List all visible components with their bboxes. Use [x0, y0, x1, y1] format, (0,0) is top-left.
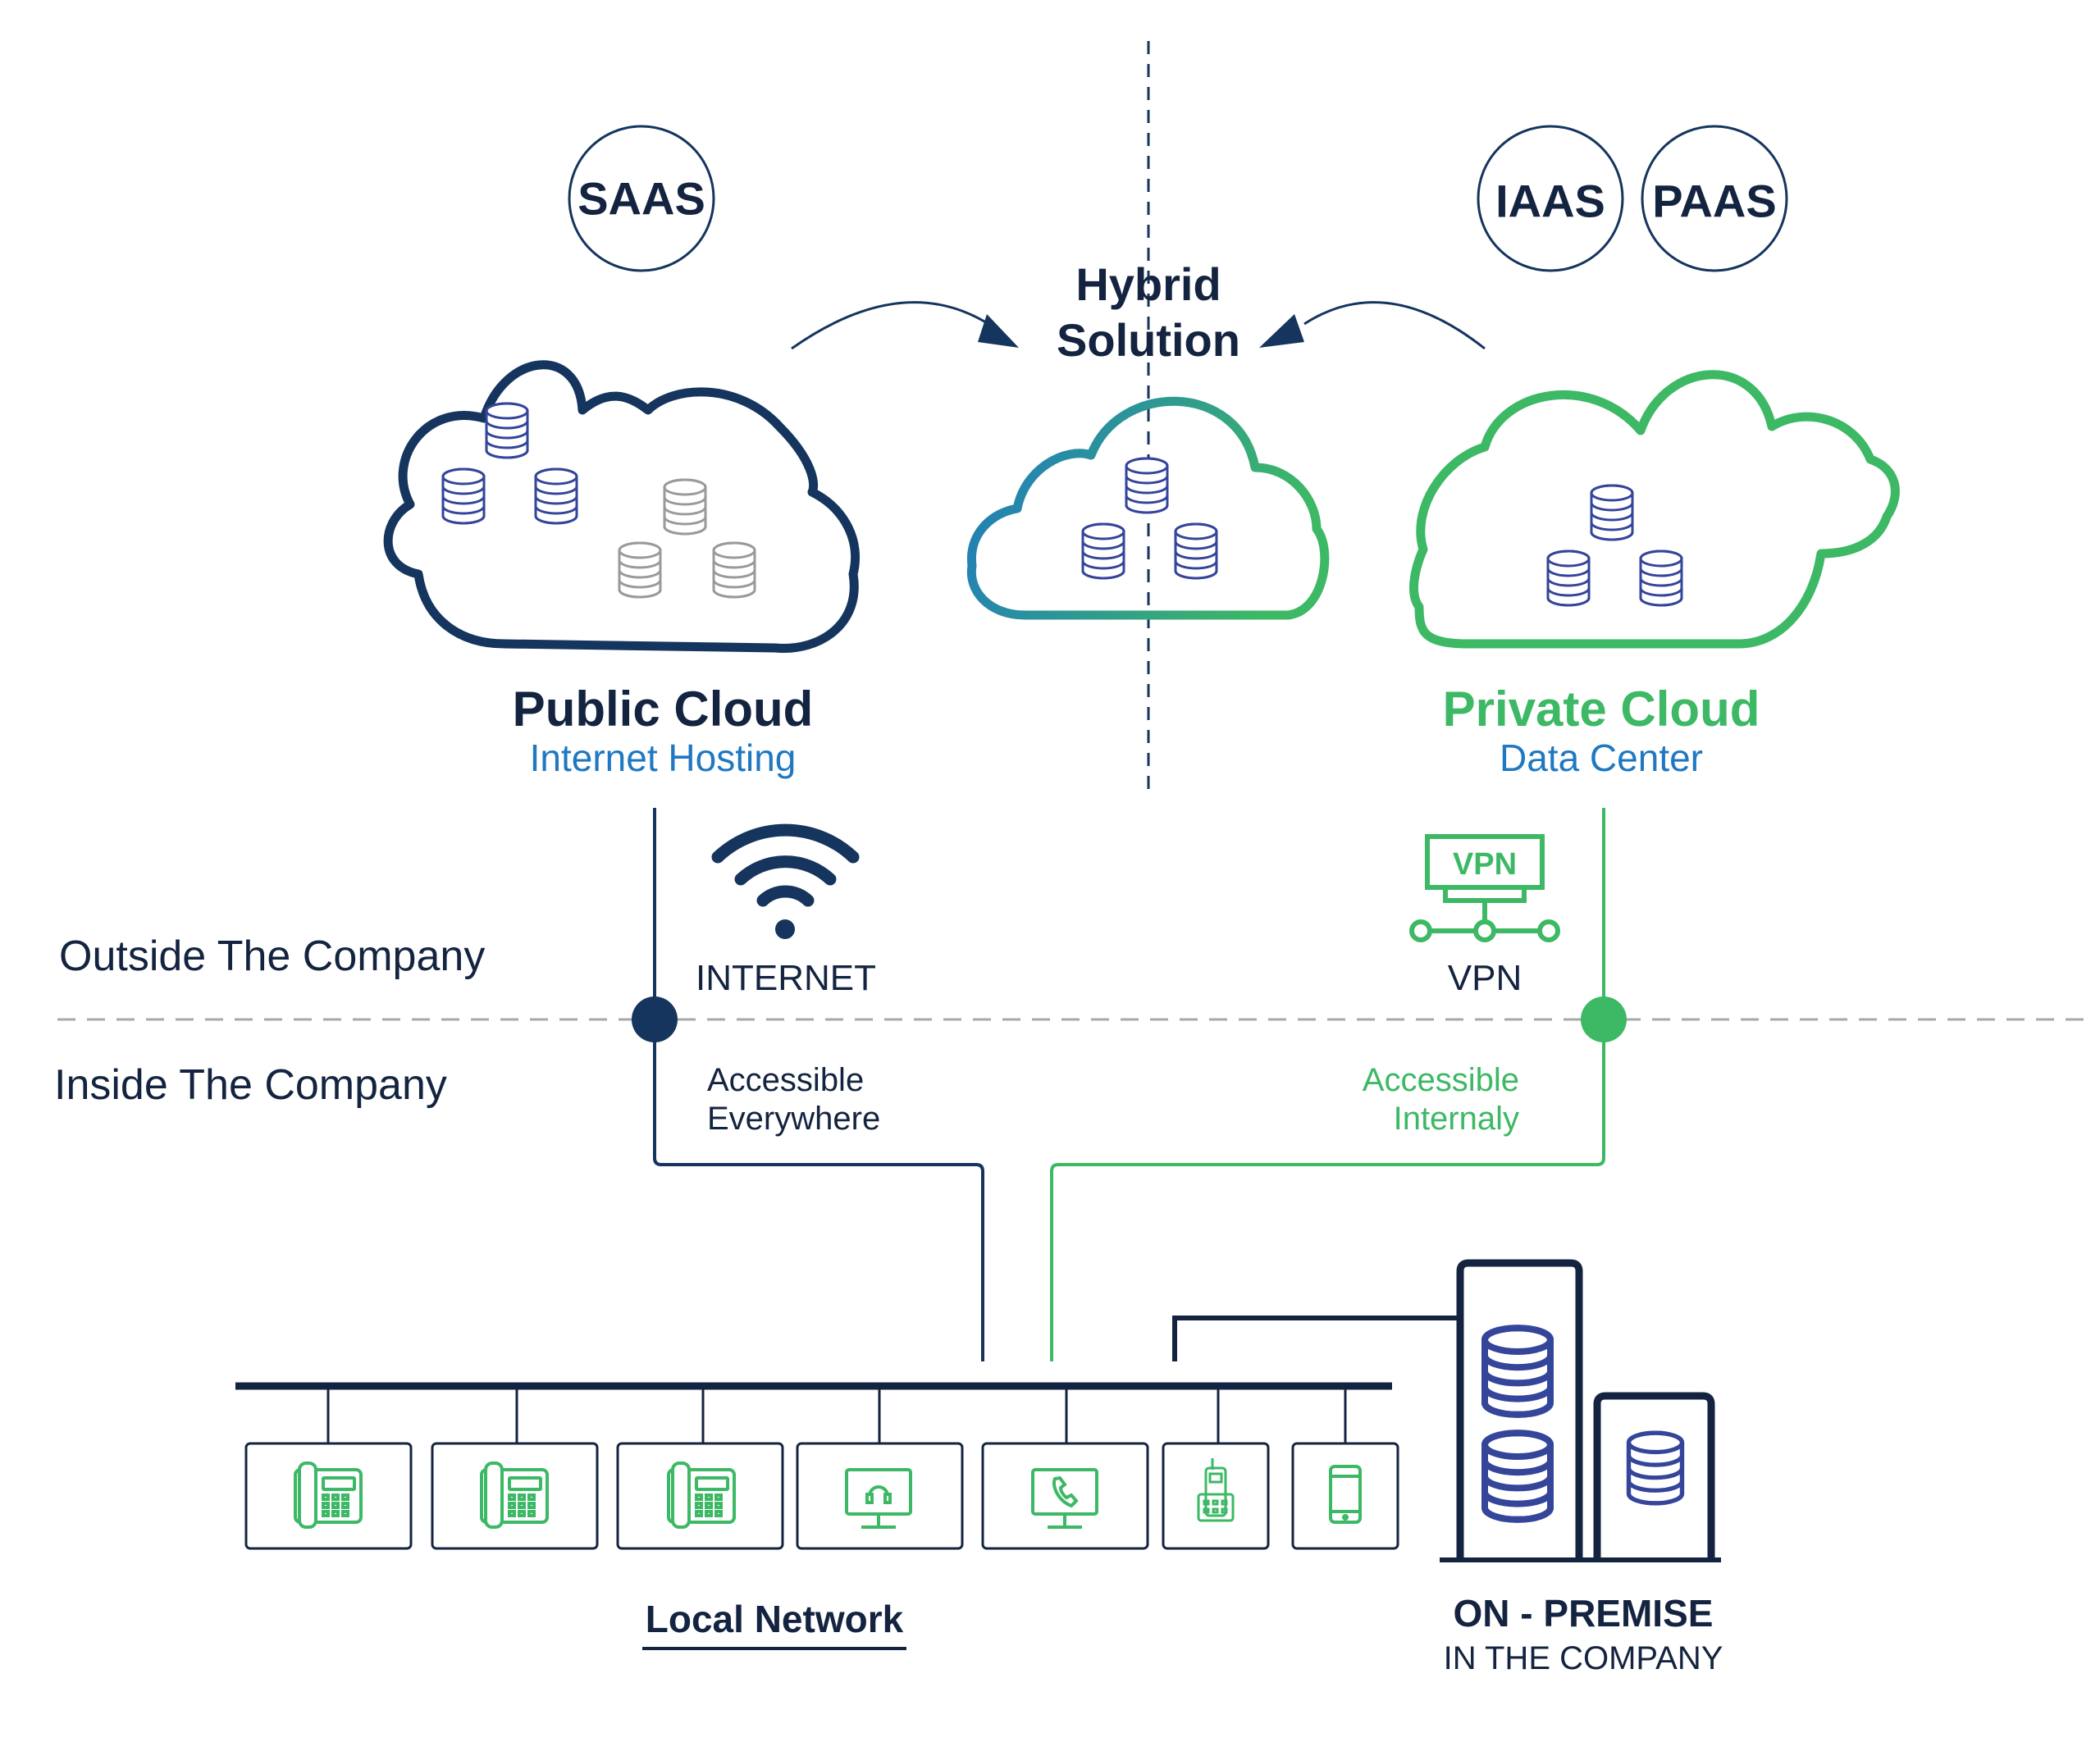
public-cloud-icon [383, 360, 861, 653]
internet-connection-line [653, 808, 984, 1361]
public-cloud-database-icon [534, 467, 578, 525]
wifi-icon-dot [775, 919, 795, 939]
internet-access-line1: Accessible [707, 1062, 864, 1098]
monitor-headset-icon [845, 1468, 912, 1529]
on-premise-title: ON - PREMISE [1454, 1592, 1714, 1635]
internet-node [632, 996, 678, 1042]
outside-company-label: Outside The Company [59, 933, 485, 980]
public-cloud-database-icon [485, 402, 529, 459]
private-cloud-icon [1409, 370, 1900, 649]
device-box [244, 1442, 413, 1550]
vpn-access-line1: Accessible [1363, 1062, 1519, 1098]
private-cloud-database-icon [1590, 484, 1634, 541]
paas-badge: PAAS [1641, 125, 1788, 272]
device-box [796, 1442, 964, 1550]
paas-label: PAAS [1652, 176, 1776, 227]
iaas-label: IAAS [1495, 176, 1605, 227]
hybrid-cloud-database-icon [1081, 522, 1125, 580]
internet-label: INTERNET [696, 958, 876, 998]
mobile-phone-icon [1329, 1465, 1362, 1524]
device-box [981, 1442, 1149, 1550]
server-database-icon [1629, 1433, 1682, 1503]
vpn-connection-line [1050, 808, 1605, 1361]
public-cloud-title: Public Cloud [513, 682, 814, 736]
saas-badge: SAAS [568, 125, 715, 272]
server-database-icon [1485, 1328, 1550, 1415]
private-cloud-database-icon [1639, 550, 1683, 607]
device-box [1291, 1442, 1399, 1550]
hybrid-cloud-database-icon [1125, 457, 1169, 514]
cordless-phone-icon [1197, 1458, 1235, 1522]
inside-company-label: Inside The Company [54, 1061, 447, 1109]
vpn-node [1581, 996, 1627, 1042]
monitor-phone-icon [1031, 1468, 1098, 1529]
private-cloud-title: Private Cloud [1443, 682, 1760, 736]
device-drop-lines [326, 1389, 1347, 1443]
iaas-badge: IAAS [1477, 125, 1624, 272]
hybrid-title-line1: Hybrid [1075, 258, 1221, 310]
hybrid-cloud-icon [966, 396, 1330, 620]
device-box [1162, 1442, 1270, 1550]
on-premise-server-short [1593, 1392, 1715, 1560]
device-box [431, 1442, 599, 1550]
on-premise-connection-line [1172, 1316, 1460, 1361]
public-cloud-database-icon [712, 541, 756, 599]
vpn-label: VPN [1448, 958, 1522, 998]
saas-label: SAAS [578, 173, 705, 225]
vpn-icon-badge-text: VPN [1453, 847, 1517, 882]
local-network-label: Local Network [646, 1598, 904, 1640]
hybrid-cloud-database-icon [1174, 522, 1218, 580]
on-premise-server-tall [1456, 1259, 1583, 1560]
private-to-hybrid-arrow [1259, 301, 1486, 350]
public-cloud-database-icon [618, 541, 662, 599]
public-cloud-subtitle: Internet Hosting [530, 736, 797, 779]
public-to-hybrid-arrow [791, 301, 1019, 350]
device-box [616, 1442, 784, 1550]
on-premise-subtitle: IN THE COMPANY [1444, 1640, 1723, 1676]
internet-access-line2: Everywhere [707, 1101, 880, 1137]
vpn-access-line2: Internaly [1394, 1101, 1519, 1137]
wifi-icon [711, 823, 860, 907]
public-cloud-database-icon [663, 478, 707, 536]
private-cloud-database-icon [1546, 550, 1591, 607]
vpn-network-icon [1409, 834, 1560, 942]
public-cloud-database-icon [441, 467, 486, 525]
hybrid-title-line2: Solution [1057, 314, 1240, 366]
private-cloud-subtitle: Data Center [1500, 736, 1703, 779]
server-database-icon [1485, 1433, 1550, 1520]
